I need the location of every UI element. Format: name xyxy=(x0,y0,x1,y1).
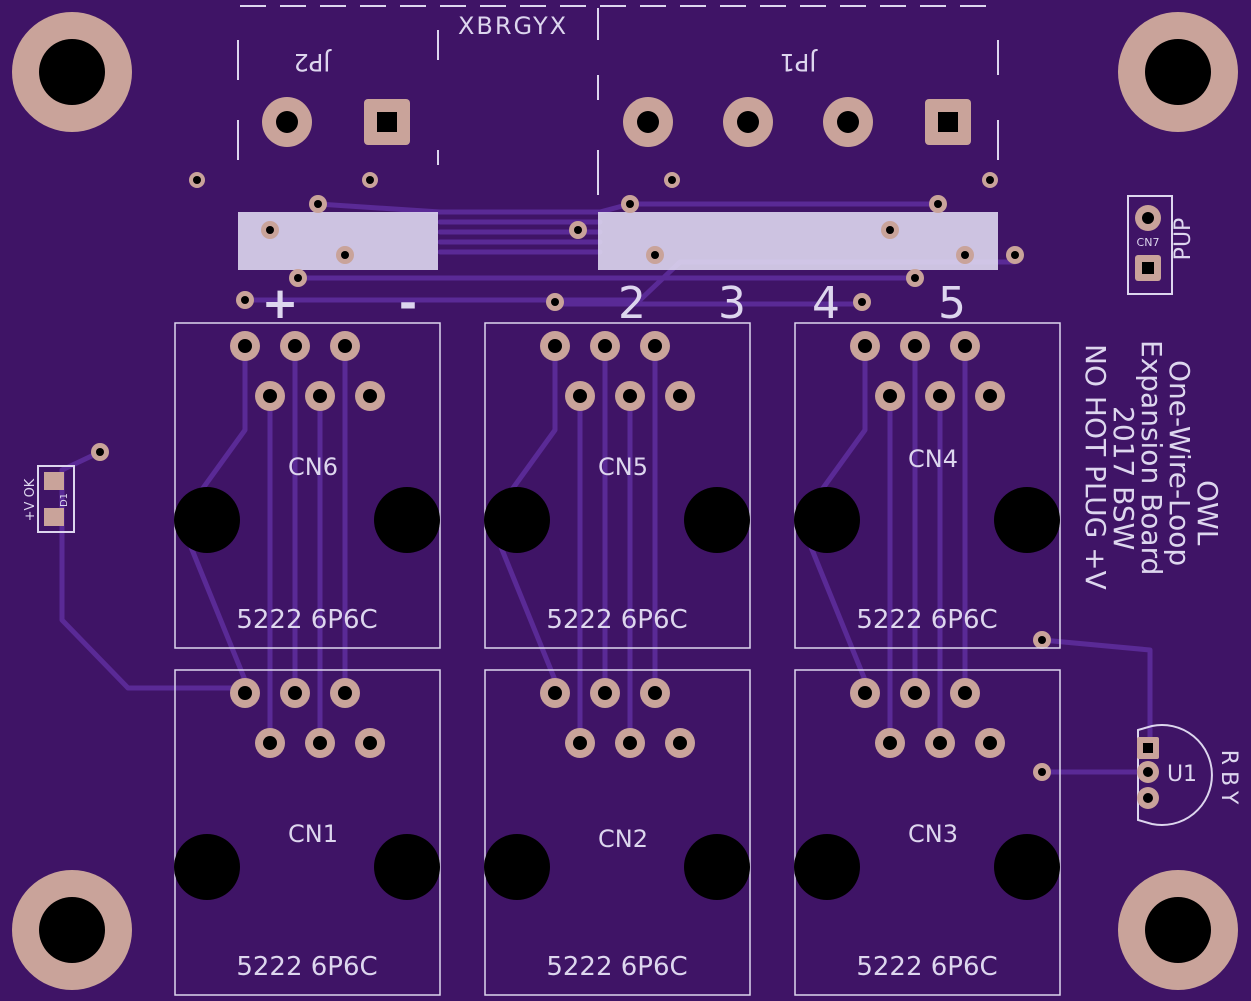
connector-part: 5222 6P6C xyxy=(856,952,997,982)
rj-connectors: CN6 5222 6P6C CN5 5222 6P6C CN4 5222 6P6C CN1 5… xyxy=(174,322,1061,996)
connector-part: 5222 6P6C xyxy=(236,605,377,635)
vias xyxy=(91,172,1051,781)
rj-connector-cn5: CN5 5222 6P6C xyxy=(484,322,751,649)
jp1-pads xyxy=(623,97,971,147)
regulator-pins: RBY xyxy=(1216,750,1241,811)
pin-label-5: 5 xyxy=(938,278,966,329)
connector-ref: CN2 xyxy=(598,825,648,853)
connector-part: 5222 6P6C xyxy=(856,605,997,635)
pullup-jumper: CN7 PUP xyxy=(1127,195,1196,295)
connector-ref: CN5 xyxy=(598,453,648,481)
info-line-name: One-Wire-Loop xyxy=(1163,360,1196,566)
board-info: OWL One-Wire-Loop Expansion Board 2017 B… xyxy=(1079,340,1224,590)
info-line-warning: NO HOT PLUG +V xyxy=(1079,344,1112,590)
pin-label-3: 3 xyxy=(718,278,746,329)
header-code: XBRGYX xyxy=(458,12,568,40)
jp2-pads xyxy=(262,97,410,147)
pin-label-2: 2 xyxy=(618,278,646,329)
rj-connector-cn6: CN6 5222 6P6C xyxy=(174,322,441,649)
info-line-subtitle: Expansion Board xyxy=(1135,340,1168,575)
connector-ref: CN1 xyxy=(288,820,338,848)
connector-ref: CN6 xyxy=(288,453,338,481)
pin-label-minus: - xyxy=(399,278,417,329)
regulator: U1 RBY xyxy=(1137,724,1241,826)
pin-label-4: 4 xyxy=(812,278,840,329)
pin-label-plus: + xyxy=(262,278,299,329)
connector-part: 5222 6P6C xyxy=(236,952,377,982)
copper-traces xyxy=(59,201,1153,775)
led-ref: D1 xyxy=(59,493,70,507)
regulator-ref: U1 xyxy=(1167,762,1197,787)
info-line-year: 2017 BSW xyxy=(1107,406,1140,550)
connector-ref: CN4 xyxy=(908,445,958,473)
info-line-owl: OWL xyxy=(1191,480,1224,546)
jp1-label: JP1 xyxy=(780,48,819,76)
connector-part: 5222 6P6C xyxy=(546,605,687,635)
rj-connector-cn4: CN4 5222 6P6C xyxy=(794,322,1061,649)
connector-part: 5222 6P6C xyxy=(546,952,687,982)
rj-connector-cn1: CN1 5222 6P6C xyxy=(174,669,441,996)
mounting-holes xyxy=(12,12,1238,990)
rj-connector-cn2: CN2 5222 6P6C xyxy=(484,669,751,996)
connector-ref: CN3 xyxy=(908,820,958,848)
pullup-label: PUP xyxy=(1171,218,1196,261)
jp2-label: JP2 xyxy=(294,48,333,76)
pin-labels: + - 2 3 4 5 xyxy=(262,278,966,329)
pullup-ref: CN7 xyxy=(1137,236,1160,249)
rj-connector-cn3: CN3 5222 6P6C xyxy=(794,669,1061,996)
status-led: D1 +V OK xyxy=(23,465,75,533)
led-label: +V OK xyxy=(23,478,38,521)
